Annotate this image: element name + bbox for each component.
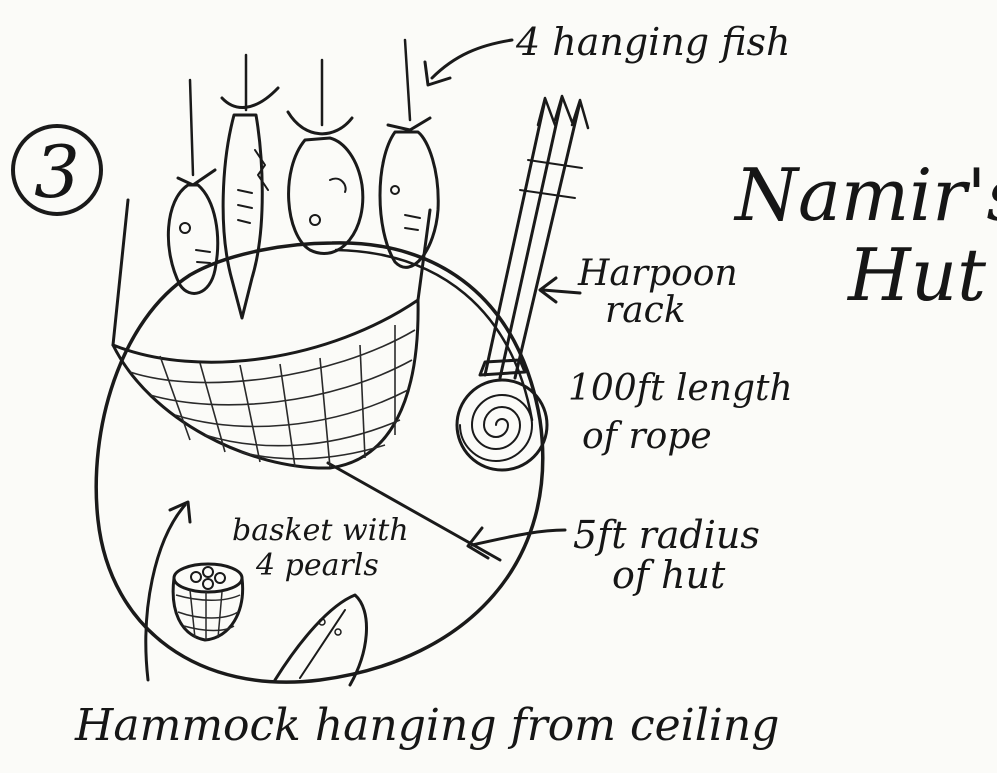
fish-icon [222, 55, 278, 318]
basket [173, 564, 242, 640]
label-harpoon-line1: Harpoon [577, 253, 738, 294]
fish-icon [380, 40, 438, 267]
number-badge-text: 3 [34, 130, 80, 214]
pearl-icon [203, 579, 213, 589]
label-hammock: Hammock hanging from ceiling [74, 700, 779, 751]
label-rope-line2: of rope [582, 416, 712, 457]
fish-icon [288, 60, 363, 254]
title-line1: Namir's [733, 153, 997, 237]
label-hanging-fish: 4 hanging fish [515, 20, 791, 64]
fish-icon [168, 80, 217, 293]
label-radius-line2: of hut [612, 553, 726, 597]
title: Namir's Hut [733, 153, 997, 317]
hammock [113, 200, 430, 468]
label-basket-line2: 4 pearls [255, 548, 379, 583]
number-badge: 3 [13, 126, 101, 214]
title-line2: Hut [846, 233, 987, 317]
pearl-icon [215, 573, 225, 583]
label-basket-line1: basket with [232, 513, 409, 548]
harpoon-rack [480, 96, 588, 378]
label-radius-line1: 5ft radius [573, 513, 760, 557]
doorway [275, 595, 366, 685]
label-harpoon-line2: rack [605, 290, 686, 331]
hanging-fish-group [168, 40, 438, 318]
pearl-icon [203, 567, 213, 577]
label-rope-line1: 100ft length [568, 368, 793, 409]
pearl-icon [191, 572, 201, 582]
rope-coil [457, 380, 547, 470]
